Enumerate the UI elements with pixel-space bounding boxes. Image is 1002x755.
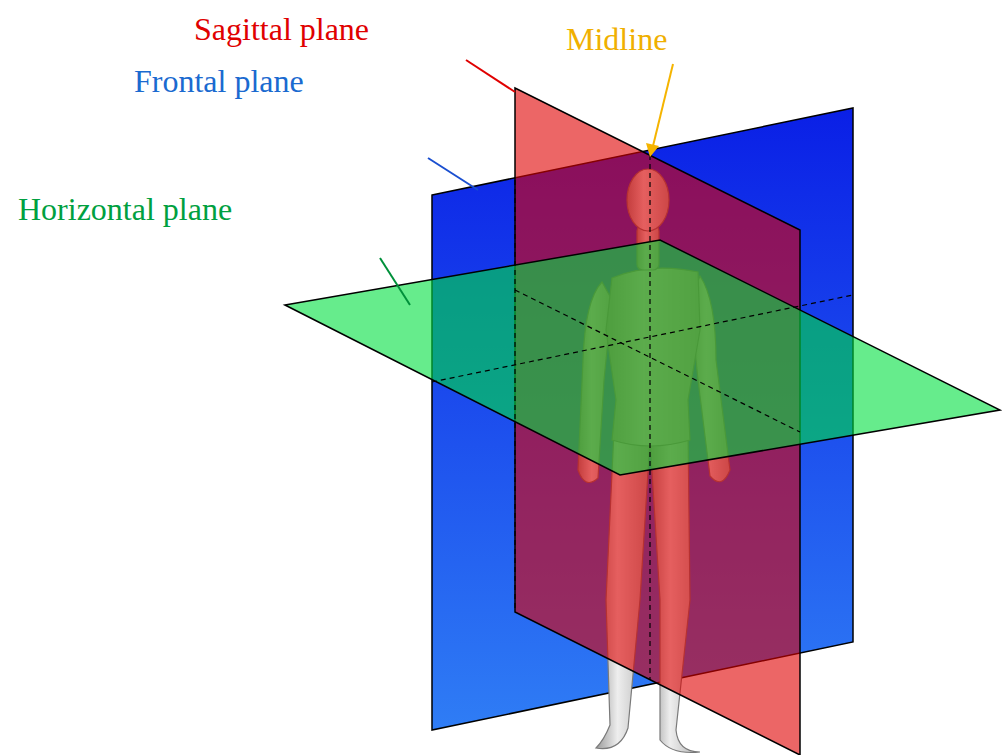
leader-line (380, 258, 410, 305)
leader-arrowhead (646, 143, 659, 157)
leader-line (428, 158, 478, 190)
plane-label: Midline (566, 22, 667, 57)
plane-label: Horizontal plane (18, 192, 232, 227)
intersection-lines (432, 155, 853, 680)
plane-label: Frontal plane (134, 64, 304, 99)
leader-line (466, 60, 515, 92)
horizontal-plane (285, 240, 1000, 475)
plane-label: Sagittal plane (194, 12, 369, 47)
leader-line (653, 64, 673, 146)
